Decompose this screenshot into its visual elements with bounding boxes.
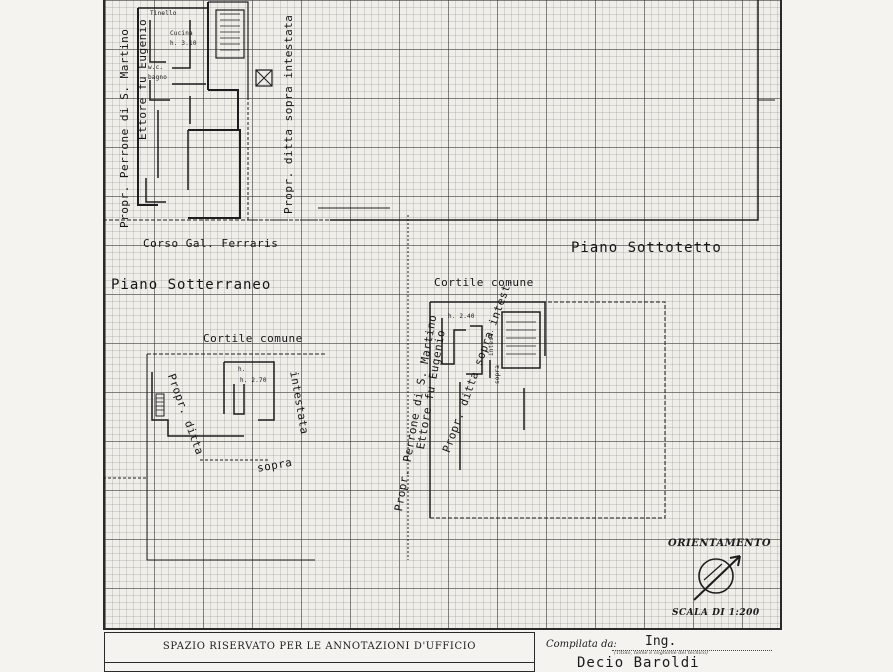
orientamento-label: ORIENTAMENTO	[668, 538, 772, 549]
cortile-comune-right-label: Cortile comune	[434, 276, 534, 289]
corso-label: Corso Gal. Ferraris	[143, 237, 279, 250]
room-label-bagno: bagno	[148, 74, 168, 81]
piano-sotterraneo-label: Piano Sotterraneo	[111, 277, 272, 293]
scale-label: SCALA DI 1:200	[672, 608, 760, 618]
compiled-by-label: Compilata da:	[546, 639, 617, 650]
ditta-top-label: Propr. ditta sopra intestata	[282, 14, 295, 214]
sopra-small-label: sopra	[494, 364, 501, 384]
height-label-right: h. 2.40	[448, 313, 475, 320]
cortile-comune-left-label: Cortile comune	[203, 332, 303, 345]
height-label-left: h. 2.70	[240, 377, 267, 384]
height-prefix-left: h.	[238, 366, 246, 373]
proprietor-left-line1: Propr. Perrone di S. Martino	[118, 28, 131, 228]
height-label-cucina: h. 3.10	[170, 40, 197, 47]
office-divider	[105, 662, 534, 663]
piano-sottotetto-label: Piano Sottotetto	[571, 240, 722, 256]
signature-dotted-line	[612, 650, 772, 651]
signature-title: Ing.	[645, 634, 677, 649]
room-label-wc: w.c.	[148, 64, 164, 71]
signature-name: Decio Baroldi	[577, 655, 700, 671]
graph-paper-grid	[103, 0, 782, 630]
room-label-tinello: Tinello	[150, 10, 177, 17]
office-annotation-box: SPAZIO RISERVATO PER LE ANNOTAZIONI D'UF…	[104, 632, 535, 672]
room-label-cucina: Cucina	[170, 30, 193, 37]
compass-north-arrow-icon	[693, 555, 741, 601]
office-annotation-title: SPAZIO RISERVATO PER LE ANNOTAZIONI D'UF…	[162, 641, 477, 652]
signature-note: (Titolo, nome e cognome del tecnico)	[614, 650, 708, 656]
